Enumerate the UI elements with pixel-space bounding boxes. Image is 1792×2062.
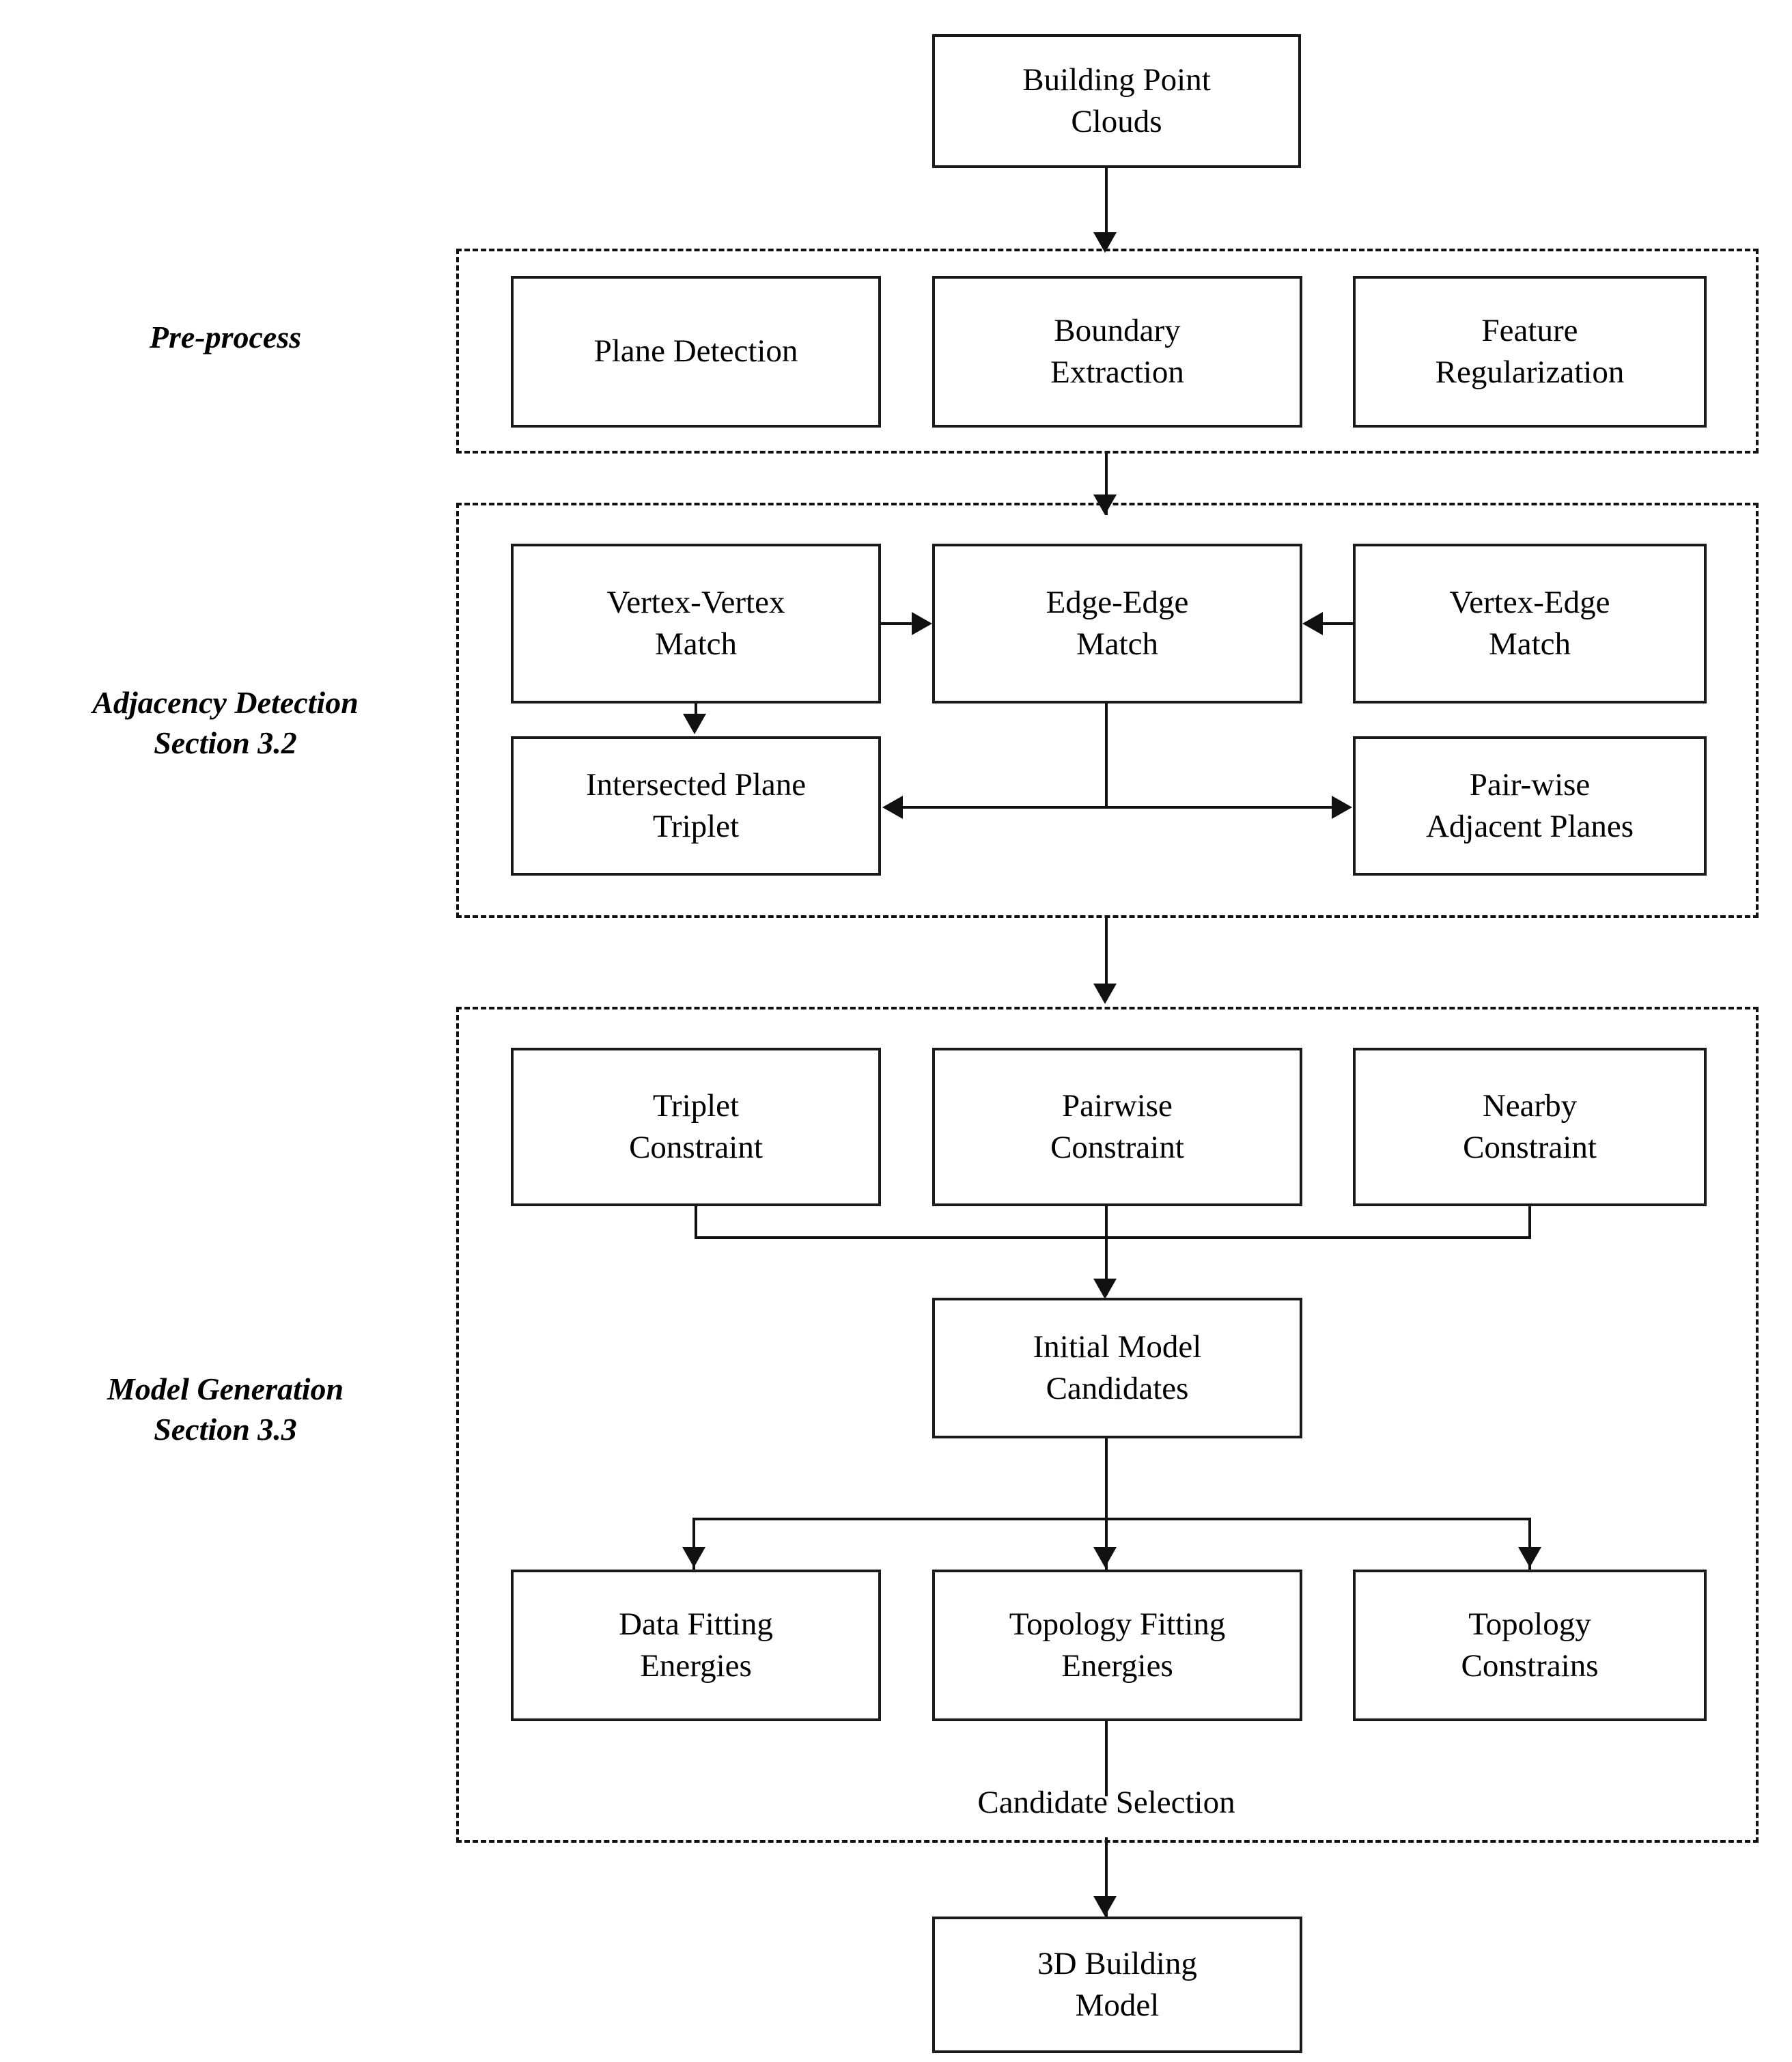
node-feature-regularization: Feature Regularization [1353,276,1707,428]
connector-candidates-down [1105,1438,1108,1520]
connector-merge-bus-to-candidates [1105,1206,1108,1295]
node-topology-fitting-energies: Topology Fitting Energies [932,1570,1302,1721]
node-intersected-plane-triplet: Intersected Plane Triplet [511,736,881,876]
arrowhead-bus-to-pairwise [1332,796,1352,819]
node-vertex-vertex-match: Vertex-Vertex Match [511,544,881,703]
connector-nearby-constraint-down [1528,1206,1531,1239]
connector-constraints-merge-bus [695,1236,1531,1239]
connector-ve-to-ee [1322,622,1354,625]
connector-preprocess-to-adjacency [1105,454,1108,515]
arrowhead-bus-to-triplet [882,796,903,819]
connector-fanout-to-topology-fitting [1105,1518,1108,1571]
node-building-point-clouds: Building Point Clouds [932,34,1301,168]
node-initial-model-candidates: Initial Model Candidates [932,1298,1302,1438]
connector-ee-down-stem [1105,703,1108,807]
section-label-pre-process: Pre-process [149,320,302,354]
section-label-adjacency-detection: Adjacency Detection Section 3.2 [92,685,359,760]
connector-adjacency-to-modelgen [1105,918,1108,999]
arrowhead-vv-to-triplet [683,714,706,734]
group-adjacency-detection [456,503,1759,918]
node-vertex-edge-match: Vertex-Edge Match [1353,544,1707,703]
arrowhead-fanout-to-data-fitting [682,1547,705,1568]
arrowhead-vv-to-ee [912,612,932,635]
node-plane-detection: Plane Detection [511,276,881,428]
connector-energies-to-selection [1105,1721,1108,1796]
node-pairwise-constraint: Pairwise Constraint [932,1048,1302,1206]
connector-selection-to-output [1105,1837,1108,1919]
connector-triplet-pairwise-bus [901,806,1339,809]
node-topology-constrains: Topology Constrains [1353,1570,1707,1721]
node-triplet-constraint: Triplet Constraint [511,1048,881,1206]
connector-fanout-bus [692,1518,1531,1520]
arrowhead-adjacency-to-modelgen [1093,984,1117,1004]
node-3d-building-model: 3D Building Model [932,1917,1302,2053]
arrowhead-ve-to-ee [1302,612,1323,635]
connector-triplet-constraint-down [695,1206,697,1239]
caption-candidate-selection: Candidate Selection [977,1785,1235,1820]
arrowhead-fanout-to-topology-fitting [1093,1547,1117,1568]
node-edge-edge-match: Edge-Edge Match [932,544,1302,703]
node-data-fitting-energies: Data Fitting Energies [511,1570,881,1721]
connector-fanout-to-topology-constrains [1528,1518,1531,1571]
arrowhead-fanout-to-topology-constrains [1518,1547,1541,1568]
connector-input-to-preprocess [1105,168,1108,243]
node-nearby-constraint: Nearby Constraint [1353,1048,1707,1206]
connector-vv-to-ee [881,622,915,625]
group-pre-process [456,249,1759,454]
node-pairwise-adjacent-planes: Pair-wise Adjacent Planes [1353,736,1707,876]
section-label-model-generation: Model Generation Section 3.3 [107,1371,344,1447]
node-boundary-extraction: Boundary Extraction [932,276,1302,428]
arrowhead-merge-to-candidates [1093,1279,1117,1299]
connector-fanout-to-data-fitting [692,1518,695,1571]
arrowhead-selection-to-output [1093,1896,1117,1917]
